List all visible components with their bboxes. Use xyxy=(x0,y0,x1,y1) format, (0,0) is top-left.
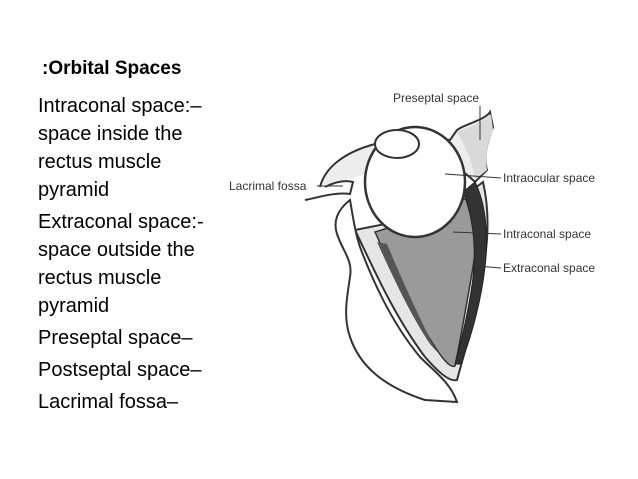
label-lacrimal: Lacrimal fossa xyxy=(229,179,307,193)
bullet-postseptal: Postseptal space– xyxy=(38,356,238,384)
bullet-line: space outside the xyxy=(38,239,195,261)
orbital-bony-wall xyxy=(334,198,459,404)
pointer-intraconal xyxy=(452,231,502,235)
pointer-intraocular xyxy=(444,173,502,179)
bullet-line: rectus muscle xyxy=(38,267,162,289)
bullet-line: Intraconal space:– xyxy=(38,95,202,117)
cornea xyxy=(374,129,420,159)
bullet-list: Intraconal space:– space inside the rect… xyxy=(38,92,238,420)
bullet-line: Lacrimal fossa– xyxy=(38,391,179,413)
bullet-preseptal: Preseptal space– xyxy=(38,324,238,352)
bullet-extraconal: Extraconal space:- space outside the rec… xyxy=(38,208,238,320)
bullet-line: Extraconal space:- xyxy=(38,211,204,233)
bullet-line: Postseptal space– xyxy=(38,359,202,381)
label-intraocular: Intraocular space xyxy=(503,171,595,185)
rectus-muscle-band xyxy=(454,181,487,365)
rectus-muscle-lower xyxy=(377,242,437,352)
label-intraconal: Intraconal space xyxy=(503,227,591,241)
bullet-lacrimal: Lacrimal fossa– xyxy=(38,388,238,416)
pointer-extraconal xyxy=(476,265,502,269)
lower-lid-contour xyxy=(304,180,355,201)
bullet-line: rectus muscle xyxy=(38,151,162,173)
bullet-line: pyramid xyxy=(38,295,110,317)
bullet-line: Preseptal space– xyxy=(38,327,193,349)
bullet-intraconal: Intraconal space:– space inside the rect… xyxy=(38,92,238,204)
slide-title: :Orbital Spaces xyxy=(42,58,182,79)
bullet-line: space inside the xyxy=(38,123,183,145)
orbital-spaces-diagram: Preseptal space Lacrimal fossa Intraocul… xyxy=(229,91,595,404)
label-extraconal: Extraconal space xyxy=(503,261,595,275)
bullet-line: pyramid xyxy=(38,179,110,201)
label-preseptal: Preseptal space xyxy=(393,91,479,105)
preseptal-space-region xyxy=(457,114,493,180)
